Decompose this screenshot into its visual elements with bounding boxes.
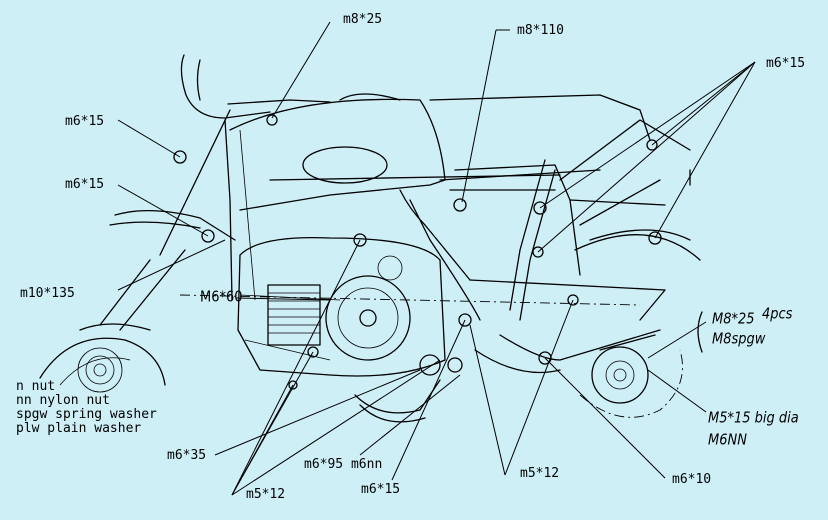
- label-m6nn-hand: M6NN: [708, 431, 747, 450]
- bracket-mark: [697, 311, 703, 353]
- label-m10x135: m10*135: [20, 286, 75, 301]
- label-4pcs: 4pcs: [762, 305, 793, 324]
- fuel-tank: [229, 93, 651, 211]
- label-m6x15-left-top: m6*15: [65, 114, 105, 129]
- rear-wheel: [39, 323, 166, 393]
- label-m8spgw: M8spgw: [712, 330, 766, 349]
- label-m8x25: m8*25: [343, 12, 383, 27]
- abbreviation-legend: n nut nn nylon nut spgw spring washer pl…: [16, 380, 157, 436]
- label-m8x110: m8*110: [517, 23, 564, 38]
- legend-item: plw plain washer: [16, 421, 142, 436]
- label-m6x95-m6nn: m6*95 m6nn: [304, 457, 383, 472]
- main-frame: [399, 159, 666, 374]
- front-wheel: [559, 119, 701, 418]
- label-m6x15-bottom: m6*15: [361, 482, 401, 497]
- label-m5x12-mid: m5*12: [520, 466, 560, 481]
- legend-item: nn nylon nut: [16, 393, 110, 408]
- label-m6x15-right: m6*15: [766, 56, 806, 71]
- engine: [179, 236, 641, 423]
- legend-item: spgw spring washer: [16, 407, 157, 422]
- leader-lines: [117, 21, 756, 496]
- label-m5x15-big-dia: M5*15 big dia: [708, 409, 799, 428]
- label-m6x10: m6*10: [672, 472, 712, 487]
- label-m6x15-left-mid: m6*15: [65, 177, 105, 192]
- label-m6x35: m6*35: [167, 448, 207, 463]
- label-m5x12-bottom: m5*12: [246, 487, 286, 502]
- legend-item: n nut: [16, 379, 56, 394]
- label-m6x60: M6*60: [200, 288, 243, 307]
- label-m8x25-hand: M8*25: [712, 310, 755, 329]
- bolt-markers: [173, 114, 662, 390]
